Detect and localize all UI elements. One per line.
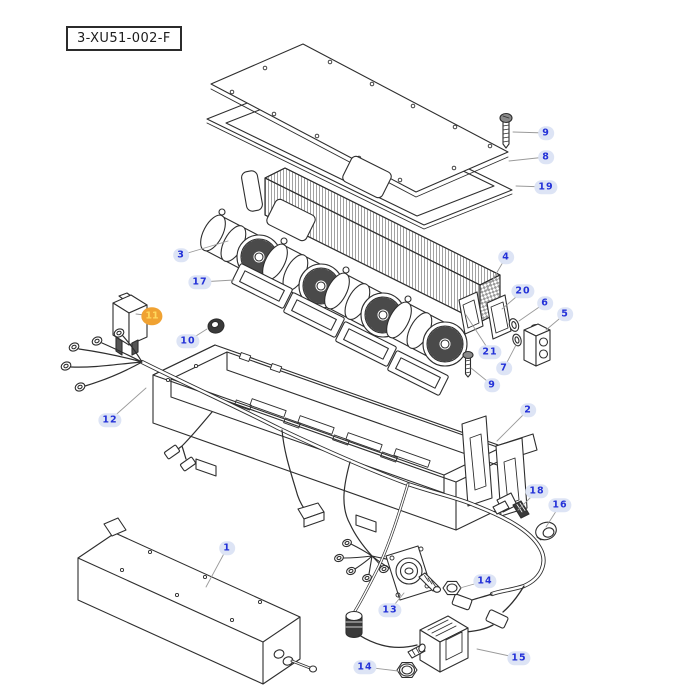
diagram-code-text: 3-XU51-002-F — [77, 31, 171, 46]
screw-9-top — [499, 112, 513, 149]
callout-part-7[interactable]: 7 — [496, 361, 512, 375]
callout-part-8[interactable]: 8 — [538, 150, 554, 164]
resistor-unit-15 — [407, 615, 469, 673]
wiring-harness-12 — [60, 328, 546, 648]
nut-14-upper — [442, 580, 462, 596]
blower-gaskets-17 — [231, 263, 449, 396]
expansion-valve-5 — [523, 323, 551, 367]
temp-sensor-18 — [492, 492, 530, 519]
callout-part-12[interactable]: 12 — [98, 413, 122, 427]
callout-part-17[interactable]: 17 — [188, 275, 212, 289]
ring-terminals-center — [334, 538, 389, 583]
callout-part-16[interactable]: 16 — [548, 498, 572, 512]
o-ring-7 — [512, 333, 522, 347]
callout-part-9-mid[interactable]: 9 — [484, 378, 500, 392]
blower-unit-4 — [386, 295, 468, 367]
o-ring-6 — [508, 318, 520, 332]
plug-16 — [535, 521, 557, 541]
callout-part-19[interactable]: 19 — [534, 180, 558, 194]
screw-9-middle — [462, 350, 474, 378]
callout-part-21[interactable]: 21 — [478, 345, 502, 359]
callout-part-15[interactable]: 15 — [507, 651, 531, 665]
callout-part-1[interactable]: 1 — [219, 541, 235, 555]
heater-box-1 — [77, 517, 318, 685]
ring-terminals-left — [60, 328, 125, 392]
callout-part-14-a[interactable]: 14 — [473, 574, 497, 588]
callout-part-11[interactable]: 11 — [141, 307, 163, 325]
callout-part-3[interactable]: 3 — [173, 248, 189, 262]
callout-part-13[interactable]: 13 — [378, 603, 402, 617]
callout-part-14-b[interactable]: 14 — [353, 660, 377, 674]
callout-part-20[interactable]: 20 — [511, 284, 535, 298]
grommet-10 — [207, 318, 225, 334]
callout-part-10[interactable]: 10 — [176, 334, 200, 348]
mounting-plates — [266, 155, 392, 242]
callout-part-4[interactable]: 4 — [498, 250, 514, 264]
end-seal-21 — [458, 291, 484, 335]
rotary-switch-13 — [385, 545, 442, 601]
air-filter-4 — [241, 167, 501, 323]
mounting-brackets — [461, 415, 538, 517]
callout-part-6[interactable]: 6 — [537, 296, 553, 310]
diagram-code-label: 3-XU51-002-F — [66, 26, 182, 51]
nut-14-lower — [396, 662, 418, 678]
callout-part-18[interactable]: 18 — [525, 484, 549, 498]
callout-part-5[interactable]: 5 — [557, 307, 573, 321]
top-cover-plate-8 — [210, 43, 509, 198]
round-connector — [345, 610, 363, 639]
leader-line-3 — [180, 240, 229, 256]
callout-part-2[interactable]: 2 — [520, 403, 536, 417]
relay-11 — [112, 292, 148, 356]
pad-20 — [486, 294, 512, 340]
blower-motors-3 — [200, 208, 468, 367]
callout-part-9-top[interactable]: 9 — [538, 126, 554, 140]
